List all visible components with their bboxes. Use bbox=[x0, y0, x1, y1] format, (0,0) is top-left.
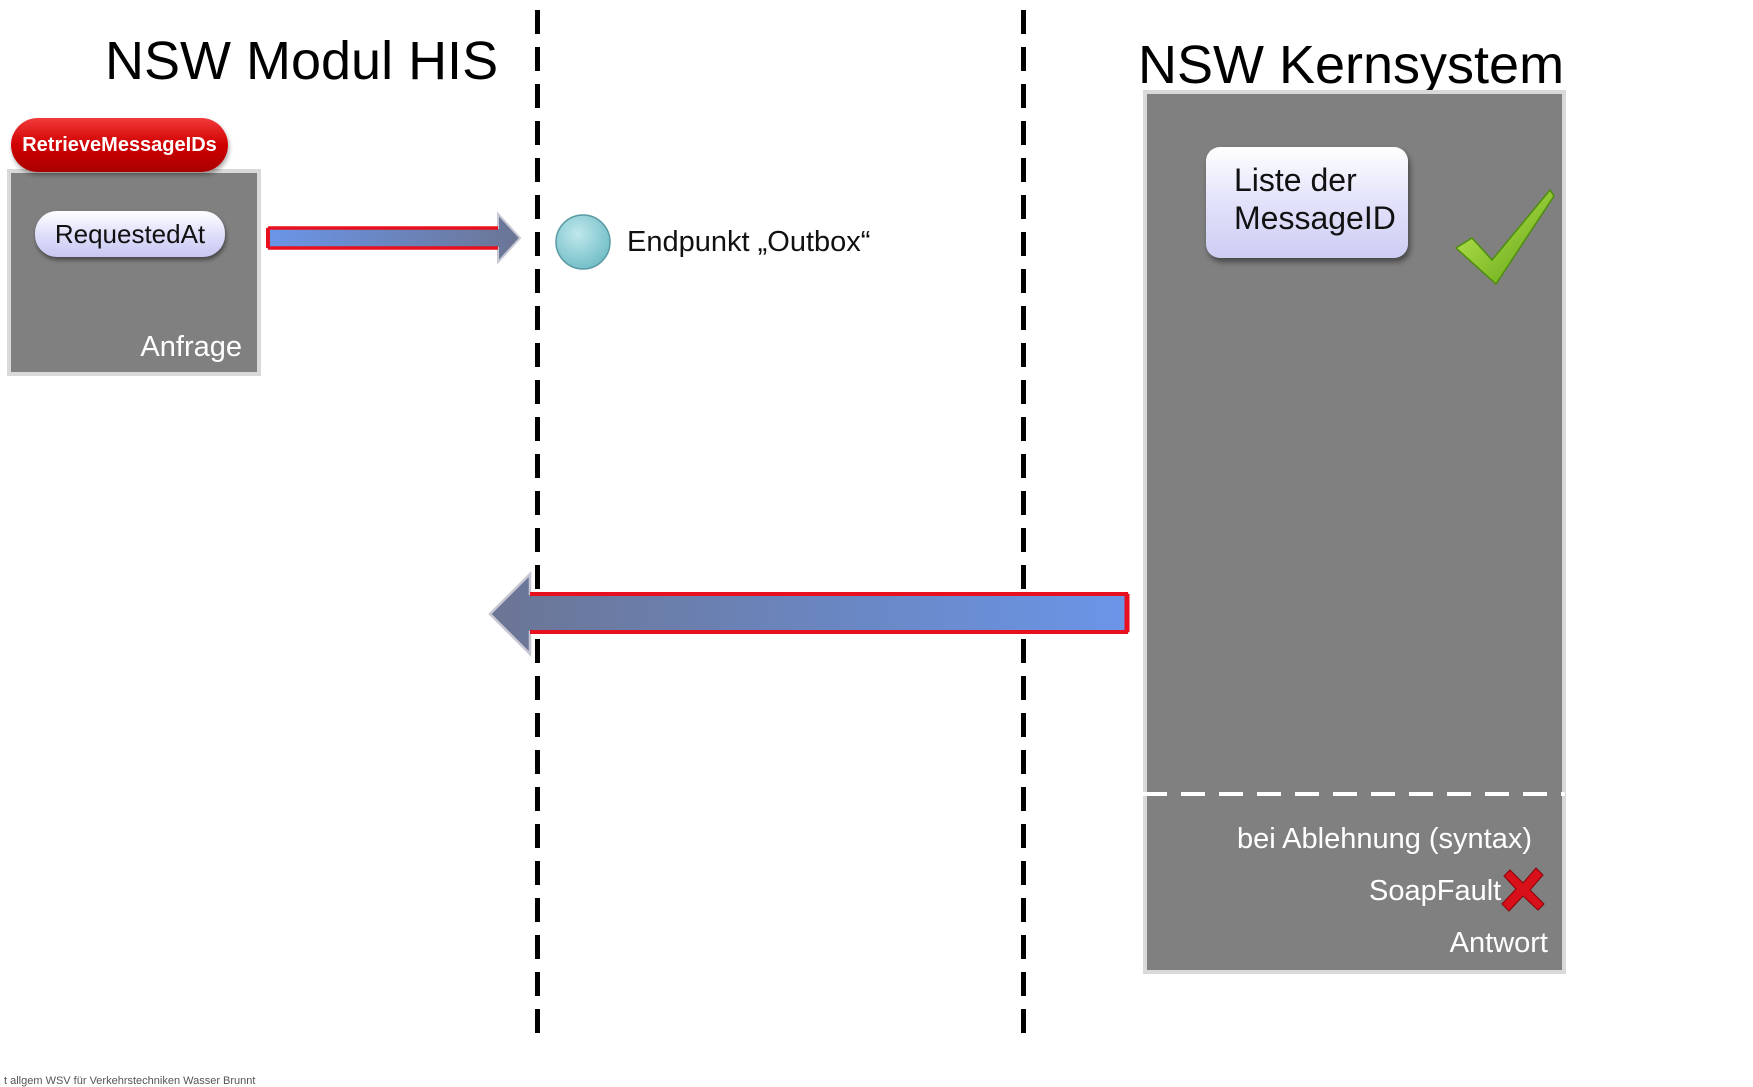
cross-icon bbox=[1501, 867, 1545, 912]
left-title: NSW Modul HIS bbox=[105, 31, 499, 91]
lane-divider-left bbox=[535, 10, 540, 1040]
operation-tag: RetrieveMessageIDs bbox=[11, 118, 228, 172]
message-id-list-box: Liste der MessageID bbox=[1206, 147, 1408, 258]
soapfault-label: SoapFault bbox=[1369, 875, 1502, 907]
requested-at-field: RequestedAt bbox=[35, 211, 225, 257]
endpoint-label: Endpunkt „Outbox“ bbox=[627, 226, 871, 258]
arrow-right-icon bbox=[266, 211, 522, 265]
response-panel-label: Antwort bbox=[1449, 927, 1548, 959]
endpoint-circle-icon bbox=[555, 214, 611, 270]
message-id-list-line2: MessageID bbox=[1234, 200, 1396, 236]
request-panel: RequestedAt Anfrage bbox=[11, 173, 257, 372]
checkmark-icon bbox=[1454, 188, 1555, 286]
right-title: NSW Kernsystem bbox=[1138, 35, 1565, 95]
request-panel-label: Anfrage bbox=[140, 331, 242, 363]
lane-divider-right bbox=[1021, 10, 1026, 1040]
rejection-divider bbox=[1143, 792, 1565, 796]
response-panel: Liste der MessageID bei Ablehnung (synta… bbox=[1143, 94, 1565, 970]
rejection-label: bei Ablehnung (syntax) bbox=[1237, 823, 1533, 855]
footer-text: t allgem WSV für Verkehrstechniken Wasse… bbox=[4, 1075, 256, 1087]
message-id-list-line1: Liste der bbox=[1234, 162, 1357, 198]
arrow-left-icon bbox=[488, 570, 1130, 658]
